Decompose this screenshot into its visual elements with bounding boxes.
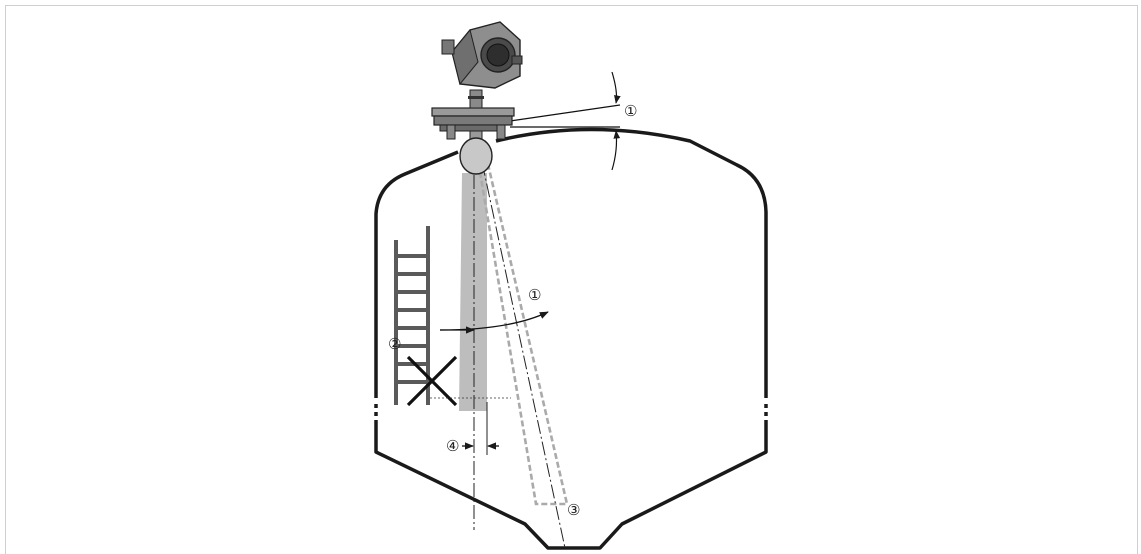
radar-transmitter-icon [431,21,523,175]
callout-1-middle: ① [528,286,541,304]
ladder-icon [394,226,430,405]
cross-icon [406,355,458,407]
vessel-roof-and-upper-walls [374,127,768,398]
tilt-angle-arc [439,311,549,334]
callout-3: ③ [567,501,580,519]
callout-2: ② [388,335,401,353]
callout-4: ④ [446,437,459,455]
figure-frame [5,5,1138,554]
radar-beam [459,173,487,411]
wall-break-marks [374,404,768,416]
tilted-beam-outline [478,159,569,506]
tilted-axis-line [481,161,566,549]
callout-1-top: ① [624,102,637,120]
vessel-lower-walls-and-cone [374,420,768,550]
flange-tilt-dimension [509,71,621,171]
vessel-outline [374,127,768,550]
